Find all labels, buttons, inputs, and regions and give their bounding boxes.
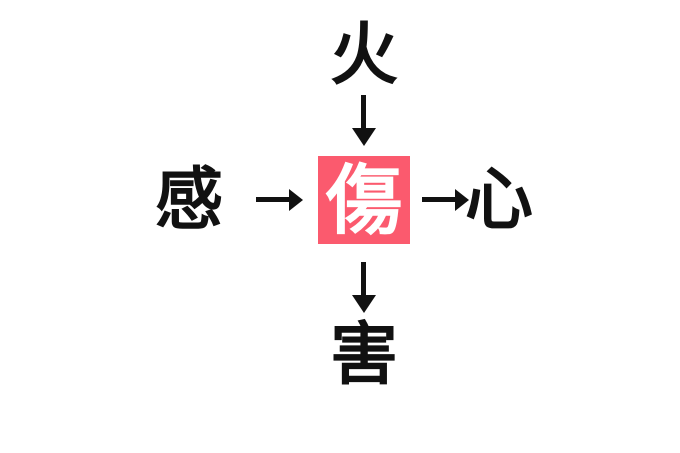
kanji-node-bottom: 害	[329, 316, 398, 395]
kanji-node-center-label: 傷	[326, 156, 402, 244]
kanji-node-top: 火	[329, 16, 398, 95]
kanji-node-left: 感	[154, 161, 223, 240]
kanji-node-right: 心	[464, 161, 533, 240]
kanji-node-center-highlighted: 傷	[318, 156, 410, 244]
arrow-down-top-icon	[346, 95, 382, 147]
arrow-right-left-icon	[256, 186, 304, 214]
arrow-right-right-icon	[422, 186, 470, 214]
arrow-down-bottom-icon	[346, 262, 382, 314]
